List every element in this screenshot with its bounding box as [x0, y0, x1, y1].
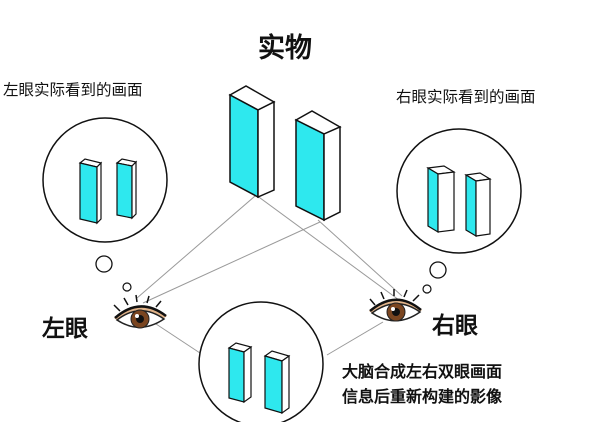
- sight-line-right-eye-to-right-bar: [317, 219, 403, 297]
- sight-line-right-eye-to-brain: [326, 321, 384, 356]
- object-title: 实物: [258, 32, 312, 64]
- right-eye-label: 右眼: [432, 312, 478, 339]
- sight-lines: [136, 189, 403, 356]
- brain-view-prism-b: [263, 350, 291, 415]
- prism-left: [228, 85, 276, 199]
- left-eye-icon: [113, 294, 167, 329]
- brain-view-prism-a: [227, 342, 253, 404]
- left-view-prism-a: [78, 158, 103, 225]
- brain-caption-line-2: 信息后重新构建的影像: [342, 387, 503, 406]
- left-eye-view-caption: 左眼实际看到的画面: [3, 81, 143, 99]
- sight-line-left-eye-to-object: [136, 189, 263, 299]
- left-eye-label: 左眼: [42, 316, 88, 342]
- right-eye-view-caption: 右眼实际看到的画面: [396, 88, 536, 106]
- right-view-prism-b: [464, 172, 492, 238]
- bubble-trail-dot: [122, 282, 132, 292]
- bubble-trail-dot: [422, 284, 432, 294]
- brain-caption-line-1: 大脑合成左右双眼画面: [342, 362, 502, 381]
- prism-right: [294, 110, 342, 222]
- sight-line-right-eye-to-object: [251, 191, 400, 301]
- right-eye-icon: [369, 289, 422, 322]
- right-view-prism-a: [426, 165, 456, 234]
- left-view-prism-b: [115, 158, 138, 220]
- sight-line-left-eye-to-brain: [149, 319, 204, 356]
- left-eye-view-bubble: [42, 117, 168, 292]
- real-object-prisms: [228, 85, 342, 222]
- brain-image-bubble: [198, 301, 324, 422]
- sight-line-left-eye-to-right-bar: [142, 221, 321, 304]
- bubble-trail-dot: [95, 255, 113, 273]
- bubble-trail-dot: [429, 261, 447, 279]
- right-eye-view-bubble: [396, 128, 522, 294]
